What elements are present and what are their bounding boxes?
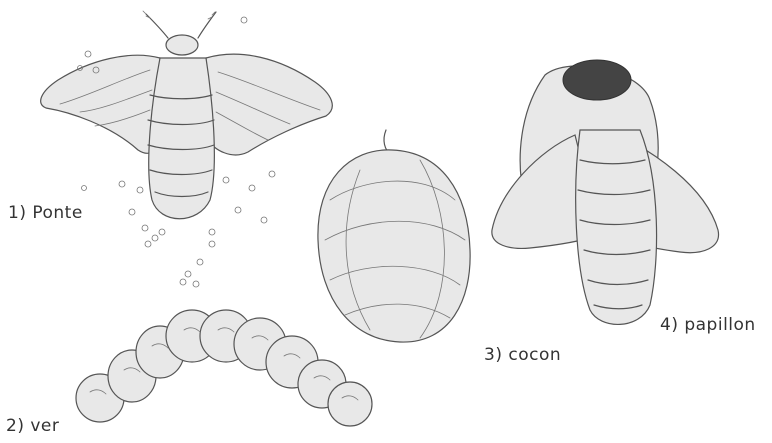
cocoon-drawing	[318, 130, 470, 342]
stage-label-cocon: 3) cocon	[484, 345, 561, 365]
stage-label-ponte: 1) Ponte	[8, 203, 83, 223]
stage-label-papillon: 4) papillon	[660, 315, 756, 335]
emerging-moth-drawing	[492, 60, 719, 324]
stage-label-ver: 2) ver	[6, 416, 59, 436]
egg-laying-moth-drawing	[41, 11, 333, 219]
silkworm-drawing	[76, 310, 372, 426]
